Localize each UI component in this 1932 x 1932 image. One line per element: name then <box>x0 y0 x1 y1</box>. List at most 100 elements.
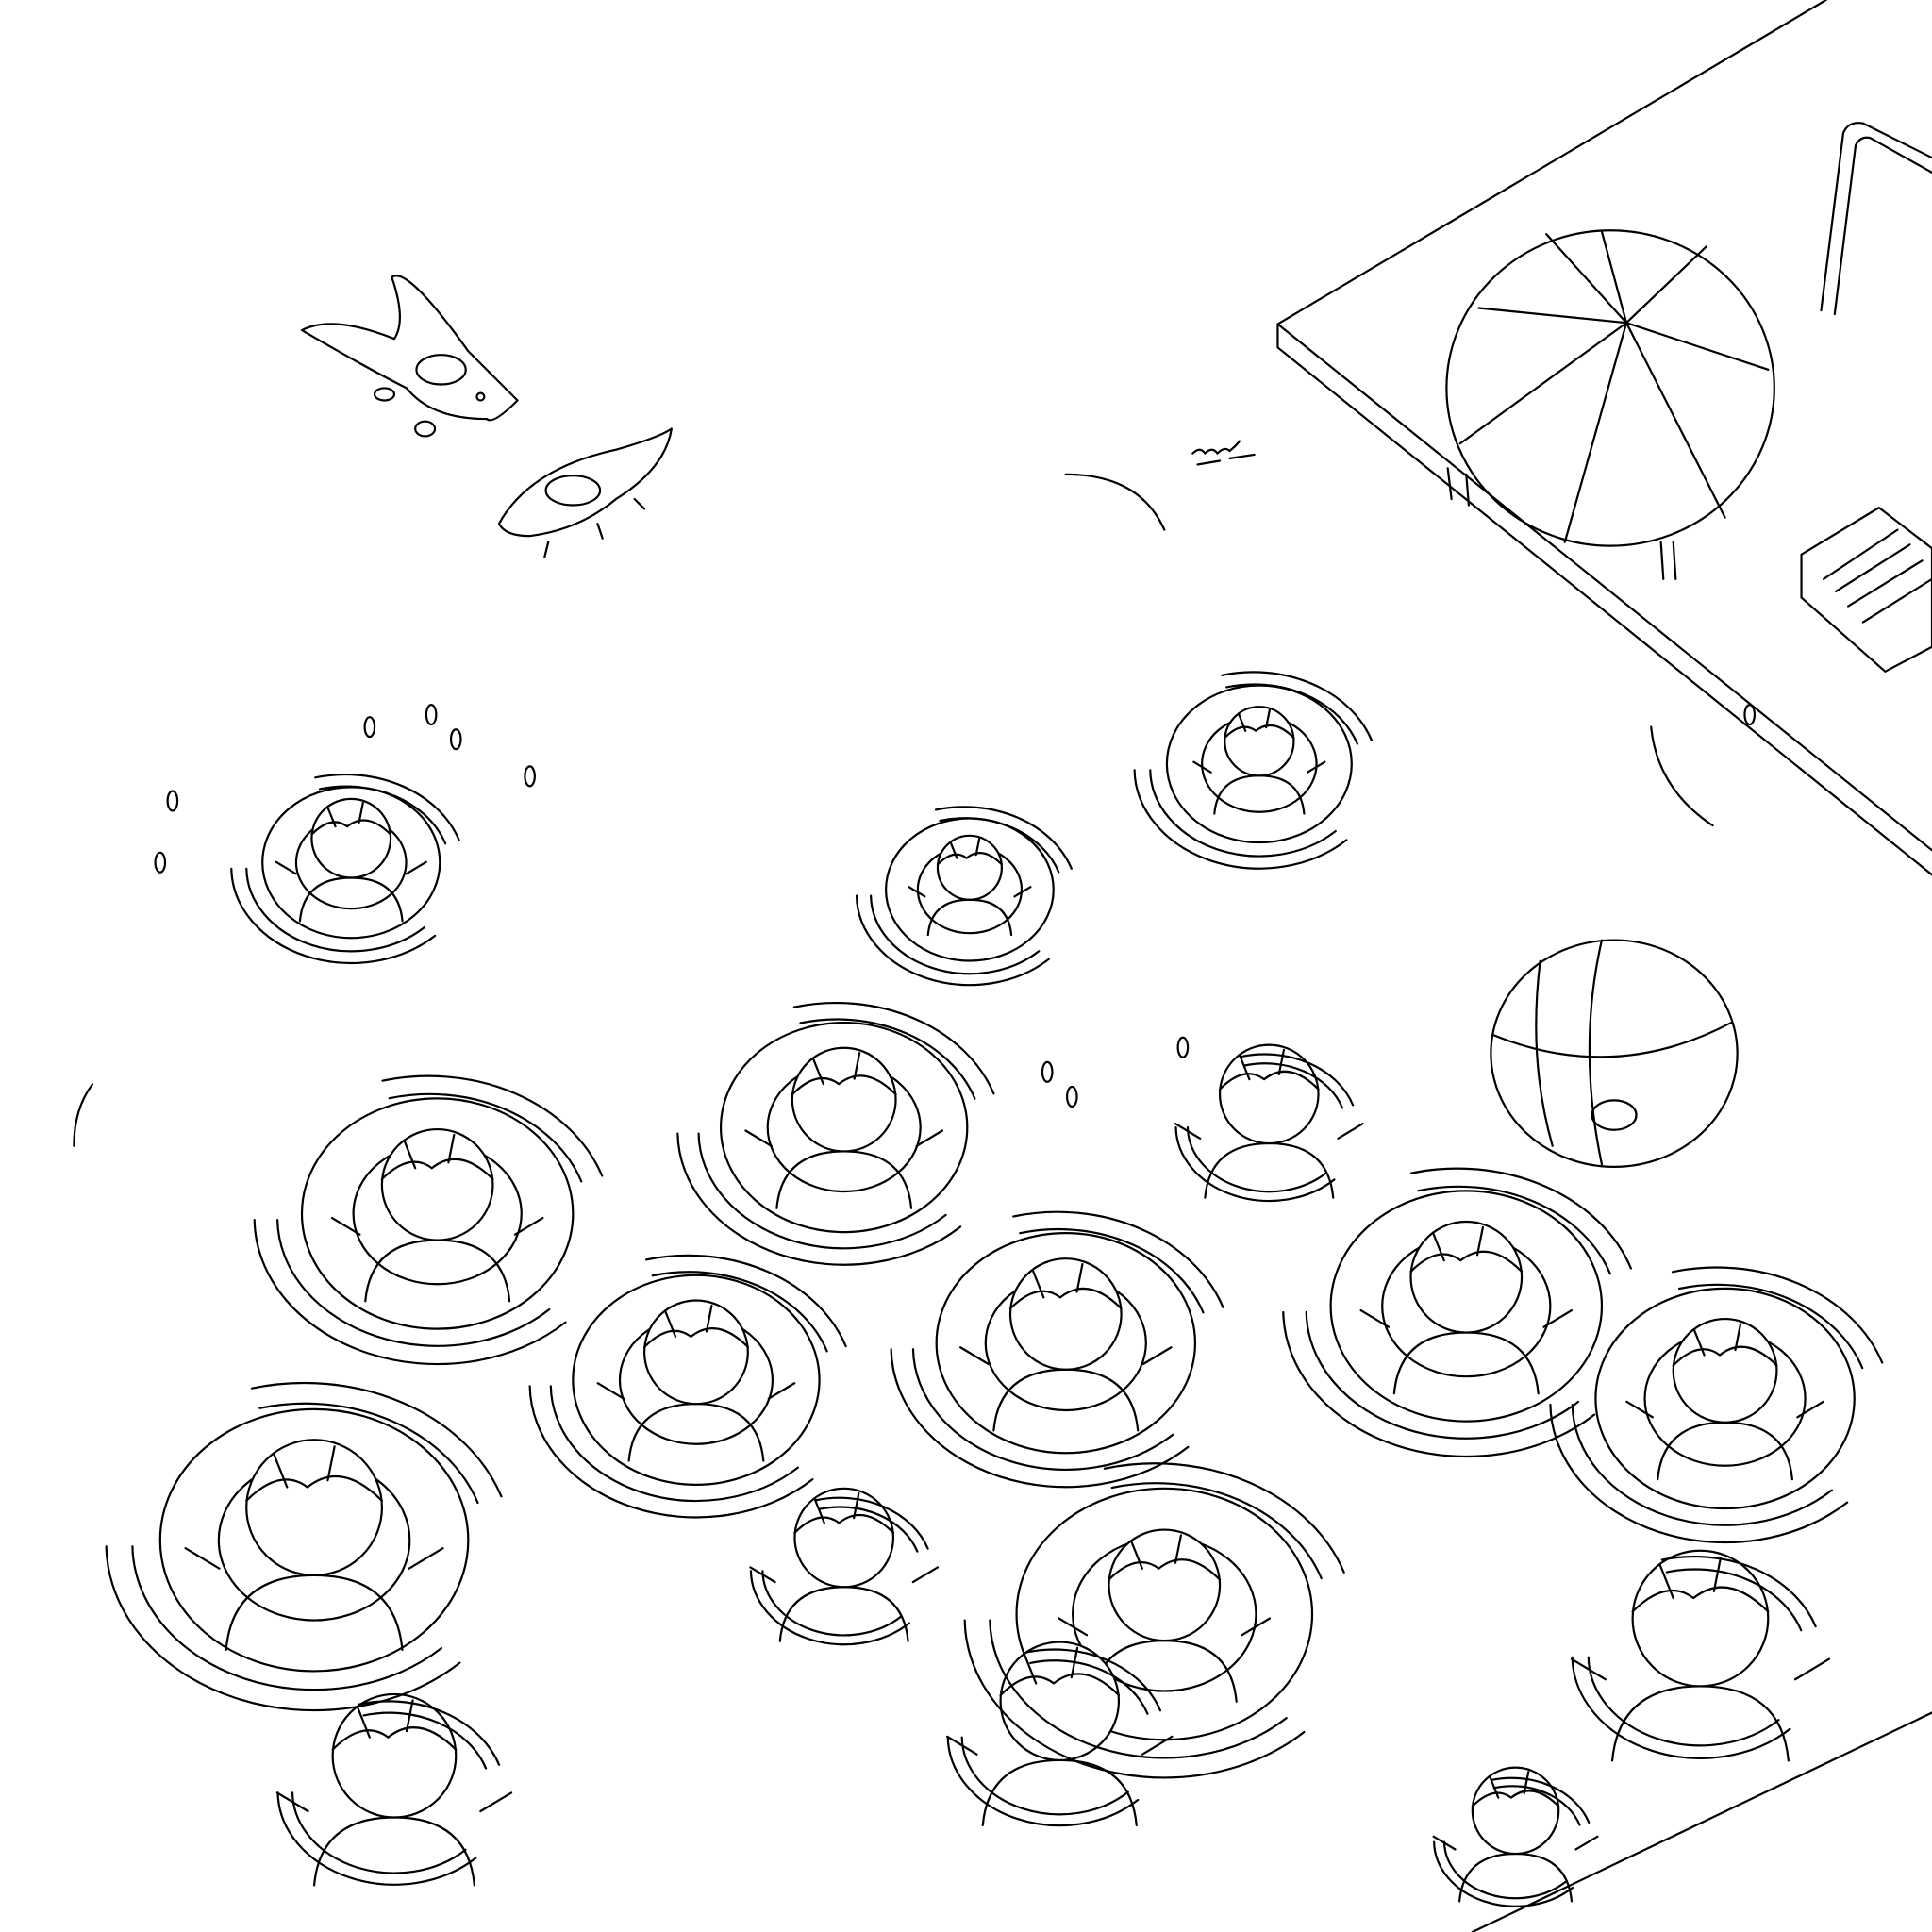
swimmer-hair <box>794 1493 892 1533</box>
ripple <box>74 1084 92 1145</box>
swimmer-arms <box>1361 1310 1572 1327</box>
ripple <box>246 869 425 952</box>
ripple <box>1418 1187 1609 1274</box>
ripple <box>278 1792 476 1884</box>
ripple <box>1150 770 1336 856</box>
swimmer-head <box>311 799 391 878</box>
ripple <box>1411 1169 1631 1269</box>
ripple <box>382 1076 602 1176</box>
ripple <box>315 774 458 840</box>
ripple <box>1667 1569 1801 1630</box>
water-ripples <box>74 475 1882 1907</box>
water-drop <box>365 717 375 737</box>
swimmer-hair <box>1674 1324 1777 1366</box>
ripple <box>794 1003 994 1093</box>
swimmer-arms <box>1059 1619 1270 1636</box>
ripple <box>1651 727 1712 825</box>
swimmer <box>1017 1489 1312 1740</box>
beach-umbrella <box>1446 230 1774 579</box>
swimmer-hair <box>1224 710 1293 738</box>
water-drop <box>156 853 165 873</box>
swimmer-hair <box>311 803 391 834</box>
bird-float-toy <box>302 275 518 436</box>
ripple <box>653 1272 827 1351</box>
swimmer-head <box>1224 707 1293 775</box>
ripple <box>1026 1650 1160 1711</box>
swimmer-head <box>1473 1768 1558 1854</box>
swimmer-head <box>246 1440 382 1575</box>
ripple <box>1434 1842 1573 1907</box>
ripple <box>962 1738 1128 1815</box>
swimmer-hair <box>644 1306 748 1347</box>
swimmer-hair <box>938 839 1002 864</box>
ripple <box>800 1020 974 1099</box>
ripple <box>1491 1778 1590 1823</box>
ripple <box>364 1713 486 1769</box>
ripple <box>277 1220 549 1346</box>
swimmer-arms <box>960 1347 1171 1364</box>
ripple <box>1135 770 1347 868</box>
swimmer-hair <box>792 1053 896 1094</box>
swimmer-arms <box>276 862 426 874</box>
swimmer-head <box>644 1300 748 1404</box>
ripple <box>1244 1063 1342 1108</box>
beach-ball <box>1491 941 1737 1167</box>
ripple <box>646 1256 846 1346</box>
ripple <box>320 787 445 844</box>
swim-ring <box>1595 1289 1854 1508</box>
swimmer <box>1595 1289 1854 1508</box>
ripple <box>820 1507 918 1551</box>
water-drop <box>1042 1062 1052 1082</box>
ripple <box>936 807 1072 868</box>
ripple <box>1573 1657 1790 1758</box>
swimmer <box>937 1233 1195 1453</box>
swimmer-head <box>794 1489 892 1587</box>
ripple <box>1020 1229 1203 1312</box>
ripple <box>1226 684 1357 743</box>
swim-ring <box>721 1023 967 1232</box>
ripple <box>292 1792 465 1873</box>
swimmer-arms <box>186 1548 443 1569</box>
swimmer-head <box>382 1129 493 1241</box>
water-drop <box>426 705 436 724</box>
ripple <box>1066 475 1164 530</box>
swimmer <box>1175 1045 1363 1198</box>
swimmer-head <box>1220 1045 1318 1143</box>
ripple <box>913 1349 1173 1470</box>
ripple <box>1673 1267 1882 1362</box>
swim-ring <box>937 1233 1195 1453</box>
ripple <box>1241 1055 1353 1106</box>
water-drop <box>525 766 534 786</box>
swimmer <box>302 1098 573 1328</box>
ripple <box>1013 1212 1223 1307</box>
signature <box>1192 441 1254 465</box>
swimmer-hair <box>246 1446 382 1500</box>
swimmer <box>750 1489 938 1641</box>
ripple <box>816 1498 927 1549</box>
ripple <box>1679 1285 1862 1368</box>
ripple <box>891 1349 1189 1487</box>
ripple <box>1283 1312 1594 1457</box>
ripple <box>677 1134 960 1265</box>
ripple <box>857 896 1049 986</box>
ripple <box>1176 1127 1335 1201</box>
ripple <box>1444 1842 1565 1899</box>
swimmer-hair <box>1220 1050 1318 1090</box>
swimmer-hair <box>1411 1227 1523 1272</box>
swimmer-arms <box>908 887 1030 896</box>
ripple <box>762 1571 901 1635</box>
ripple <box>390 1094 581 1182</box>
swim-ring <box>1017 1489 1312 1740</box>
water-drop <box>451 729 460 749</box>
turtle-float-toy <box>499 429 672 558</box>
swimmer-arms <box>598 1383 794 1398</box>
pool-ladder-icon <box>1821 123 1932 314</box>
ripple <box>871 896 1039 974</box>
water-drop <box>168 791 177 811</box>
swim-ring <box>160 1409 469 1672</box>
ripple <box>699 1134 946 1249</box>
ripple <box>359 1701 499 1764</box>
pool-deck <box>1277 0 1932 1932</box>
ripple <box>965 1621 1305 1778</box>
ripple <box>990 1621 1286 1758</box>
